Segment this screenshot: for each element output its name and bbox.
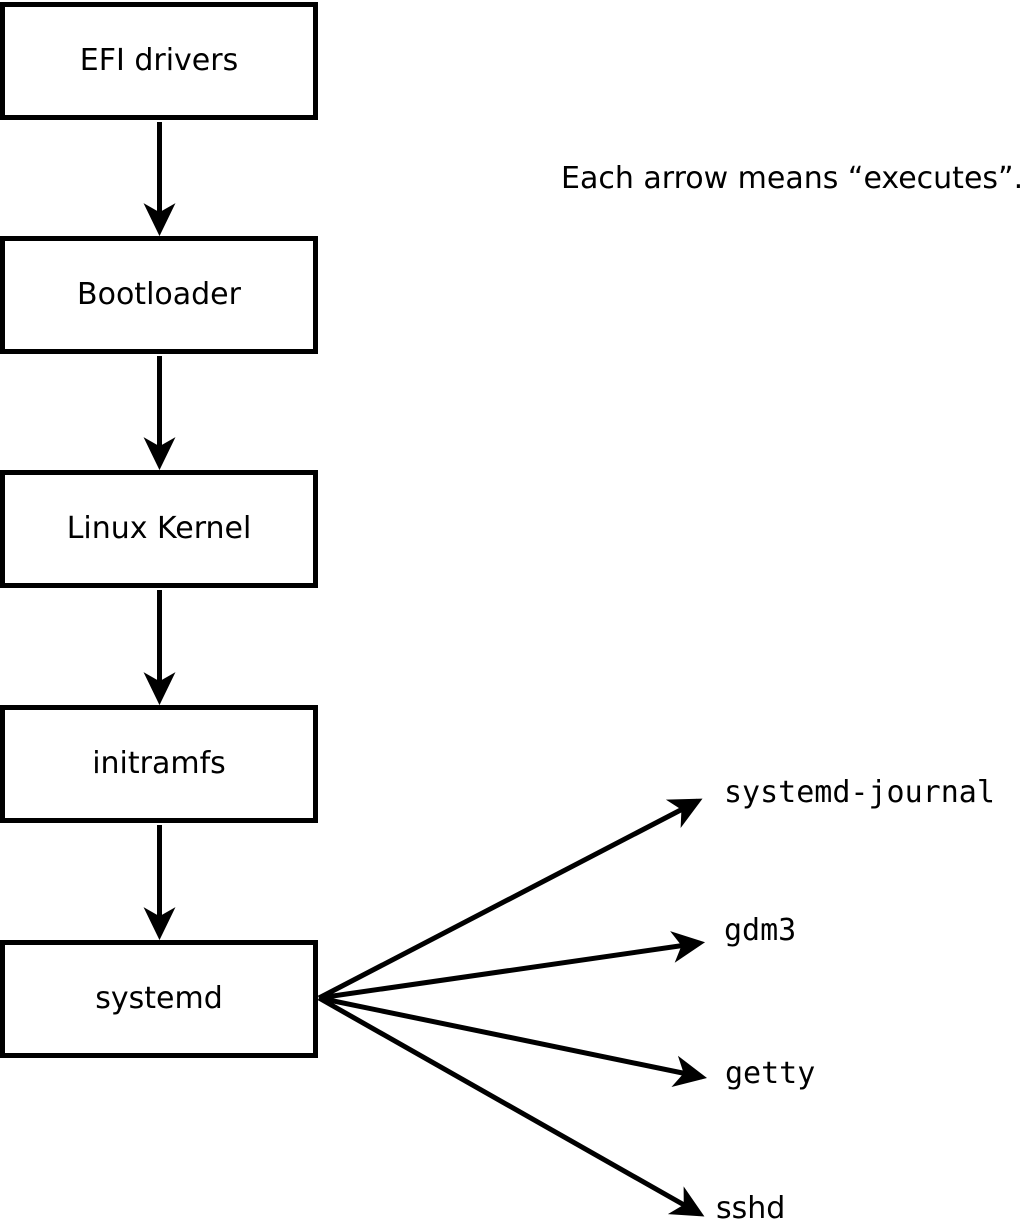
node-linux-kernel: Linux Kernel xyxy=(0,470,318,588)
node-efi-drivers: EFI drivers xyxy=(0,2,318,120)
node-initramfs: initramfs xyxy=(0,705,318,823)
node-bootloader: Bootloader xyxy=(0,236,318,354)
process-label-systemd-journal: systemd-journal xyxy=(724,775,995,810)
node-initramfs-label: initramfs xyxy=(92,746,226,781)
arrow-systemd-to-getty xyxy=(318,995,707,1088)
node-systemd-label: systemd xyxy=(95,981,223,1016)
node-bootloader-label: Bootloader xyxy=(77,277,241,312)
process-label-sshd: sshd xyxy=(716,1191,786,1226)
node-systemd: systemd xyxy=(0,940,318,1058)
node-linux-kernel-label: Linux Kernel xyxy=(66,511,252,546)
arrow-systemd-to-sshd xyxy=(317,995,705,1217)
process-label-getty: getty xyxy=(725,1056,816,1091)
arrow-systemd-to-gdm3 xyxy=(318,931,706,1001)
arrow-systemd-to-systemd-journal xyxy=(317,798,703,1001)
process-label-gdm3: gdm3 xyxy=(724,913,797,948)
node-efi-drivers-label: EFI drivers xyxy=(79,43,239,78)
arrow-meaning-note: Each arrow means “executes”. xyxy=(561,161,1023,196)
